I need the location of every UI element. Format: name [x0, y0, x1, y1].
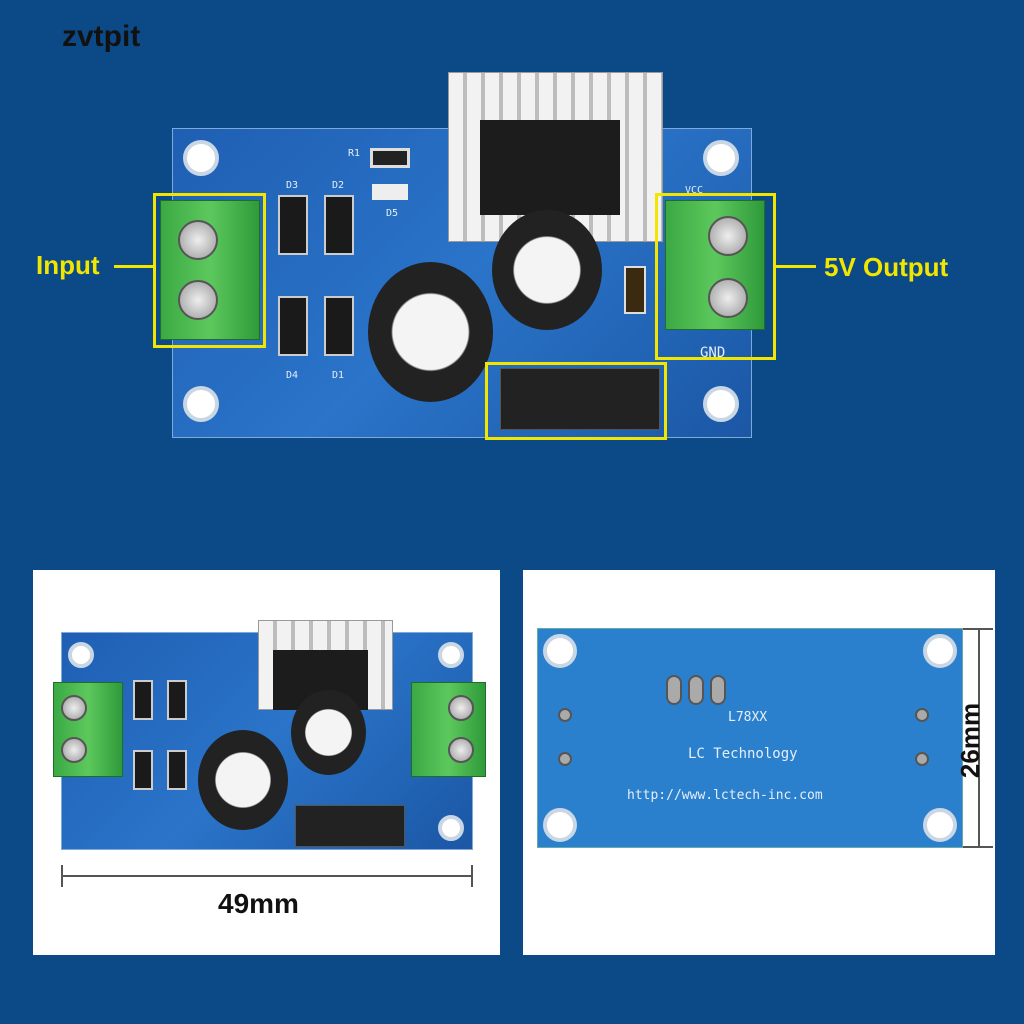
- width-dimension-line: [61, 875, 473, 877]
- back-part-label: L78XX: [728, 710, 768, 725]
- diode: [133, 680, 153, 720]
- silk-vcc: VCC: [685, 185, 704, 196]
- input-leader: [114, 265, 154, 268]
- output-highlight: [655, 193, 776, 360]
- silk-r1: R1: [348, 148, 361, 159]
- height-label: 26mm: [955, 702, 986, 779]
- input-highlight: [153, 193, 266, 348]
- mount-hole: [543, 634, 577, 668]
- dimension-tick: [61, 865, 63, 887]
- screw: [178, 220, 218, 260]
- pcb-back: [537, 628, 963, 848]
- screw: [448, 737, 474, 763]
- input-label: Input: [36, 250, 100, 280]
- diode: [324, 195, 354, 255]
- silk-d5: D5: [386, 208, 399, 219]
- mount-hole: [183, 140, 219, 176]
- mount-hole: [68, 642, 94, 668]
- screw: [61, 737, 87, 763]
- silk-d1: D1: [332, 370, 345, 381]
- screw: [178, 280, 218, 320]
- mount-hole: [438, 815, 464, 841]
- diode: [324, 296, 354, 356]
- width-label: 49mm: [218, 888, 299, 919]
- back-maker-label: LC Technology: [688, 746, 798, 762]
- solder-pad: [710, 675, 726, 705]
- screw: [708, 278, 748, 318]
- brand-watermark: zvtpit: [62, 20, 141, 53]
- back-dimension-panel: L78XX LC Technology http://www.lctech-in…: [523, 570, 995, 955]
- diode: [278, 296, 308, 356]
- screw: [708, 216, 748, 256]
- solder-pad: [558, 752, 572, 766]
- mount-hole: [543, 808, 577, 842]
- back-url-label: http://www.lctech-inc.com: [627, 788, 823, 803]
- led-d5: [372, 184, 408, 200]
- capacitor-small: [492, 210, 602, 330]
- silk-d2: D2: [332, 180, 345, 191]
- regulator-chip: [480, 120, 620, 215]
- mount-hole: [703, 386, 739, 422]
- mount-hole: [703, 140, 739, 176]
- small-capacitor: [624, 266, 646, 314]
- height-dimension-line: [978, 628, 980, 848]
- capacitor-small: [291, 690, 366, 775]
- solder-pad: [558, 708, 572, 722]
- mount-hole: [923, 634, 957, 668]
- solder-pad: [915, 752, 929, 766]
- output-terminal: [411, 682, 486, 777]
- resistor: [370, 148, 410, 168]
- diode: [133, 750, 153, 790]
- mount-hole: [183, 386, 219, 422]
- silk-d3: D3: [286, 180, 299, 191]
- pin-header: [295, 805, 405, 847]
- diode: [278, 195, 308, 255]
- diode: [167, 750, 187, 790]
- output-leader: [776, 265, 816, 268]
- solder-pad: [915, 708, 929, 722]
- header-highlight: [485, 362, 667, 440]
- diode: [167, 680, 187, 720]
- input-terminal: [53, 682, 123, 777]
- solder-pad: [666, 675, 682, 705]
- input-terminal: [160, 200, 260, 340]
- solder-pad: [688, 675, 704, 705]
- screw: [61, 695, 87, 721]
- silk-d4: D4: [286, 370, 299, 381]
- capacitor-large: [198, 730, 288, 830]
- front-dimension-panel: 49mm: [33, 570, 500, 955]
- module-top-view: R1 D5 D3 D2 D4 D1 VCC GND Input 5V Outpu…: [0, 0, 1024, 460]
- output-label: 5V Output: [824, 252, 949, 282]
- mount-hole: [923, 808, 957, 842]
- capacitor-large: [368, 262, 493, 402]
- mount-hole: [438, 642, 464, 668]
- dimension-tick: [471, 865, 473, 887]
- pin-header: [500, 368, 660, 430]
- screw: [448, 695, 474, 721]
- dimension-tick: [963, 846, 993, 848]
- dimension-tick: [963, 628, 993, 630]
